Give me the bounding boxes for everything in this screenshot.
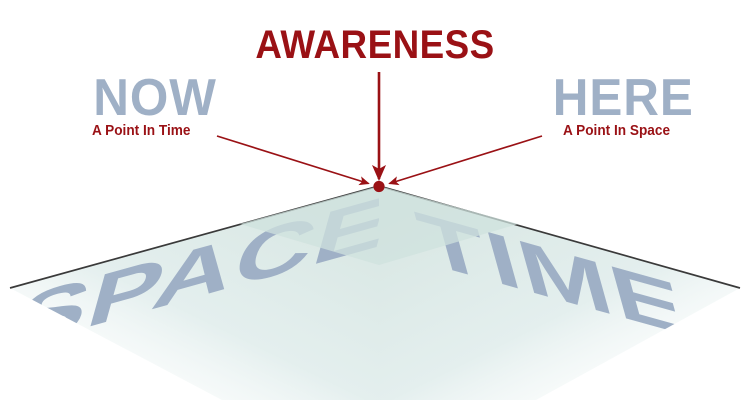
label-here: HERE bbox=[552, 69, 694, 127]
plane-overlap-region bbox=[240, 186, 518, 265]
caption-a-point-in-time: A Point In Time bbox=[92, 123, 191, 139]
label-now: NOW bbox=[93, 69, 217, 127]
arrow-from-here-icon bbox=[388, 135, 543, 186]
awareness-point-dot bbox=[373, 180, 385, 193]
arrow-from-now-icon bbox=[216, 135, 370, 186]
page-title: AWARENESS bbox=[255, 23, 495, 67]
caption-a-point-in-space: A Point In Space bbox=[563, 123, 671, 139]
